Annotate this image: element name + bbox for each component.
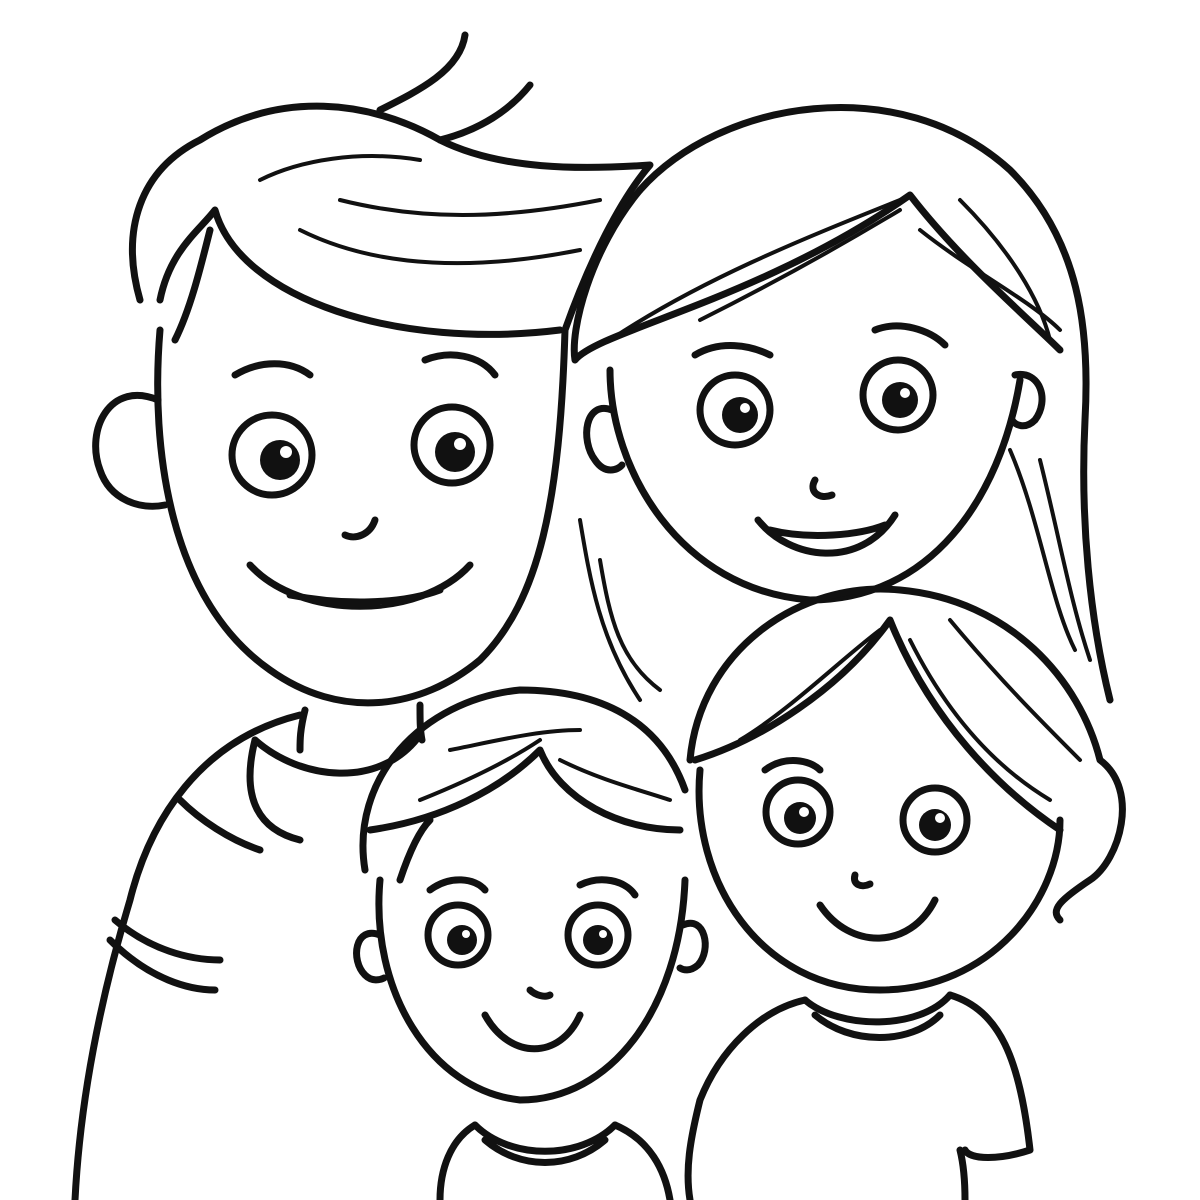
son-figure	[353, 686, 709, 1200]
father-figure	[71, 31, 654, 1200]
father-left-pupil	[260, 440, 300, 480]
son-nose	[526, 986, 554, 1000]
son-right-ear	[676, 919, 709, 974]
father-collar	[251, 731, 424, 777]
father-left-eye	[228, 411, 316, 499]
mother-right-eye	[859, 356, 937, 434]
mother-left-ear	[583, 404, 626, 474]
son-right-eye	[564, 901, 632, 969]
mother-right-ear	[1008, 371, 1046, 430]
mother-eyebrows	[691, 322, 949, 359]
daughter-eyebrows	[761, 757, 824, 774]
son-eyebrows	[426, 876, 639, 899]
daughter-hair-outline	[686, 585, 1126, 924]
daughter-face-outline	[695, 766, 1064, 994]
mother-left-pupil	[722, 397, 758, 433]
mother-hair-outline	[636, 104, 1114, 704]
mother-nose	[809, 476, 836, 500]
father-left-ear	[92, 391, 169, 510]
son-left-ear	[353, 929, 388, 984]
mother-hair-left	[570, 186, 1064, 364]
son-collar	[471, 1121, 619, 1166]
mother-mouth	[754, 511, 899, 557]
daughter-collar	[801, 991, 954, 1041]
daughter-hair-fringe	[691, 616, 1064, 834]
father-sleeve-stripes	[106, 796, 264, 994]
daughter-figure	[684, 585, 1126, 1200]
son-hair-outline	[359, 686, 689, 874]
father-right-eye	[410, 403, 494, 487]
daughter-right-eye	[899, 784, 971, 856]
father-face-outline	[154, 326, 569, 707]
son-mouth	[481, 1011, 584, 1053]
mother-hair-strands	[578, 198, 1092, 702]
father-shirt	[71, 711, 304, 1200]
father-right-pupil	[435, 432, 475, 472]
son-face-outline	[375, 876, 689, 1104]
son-hair-strands	[418, 728, 672, 802]
mother-figure	[570, 104, 1114, 704]
son-shirt	[436, 1121, 674, 1200]
son-left-eye	[424, 901, 492, 969]
daughter-mouth	[816, 896, 939, 942]
daughter-hair-strands	[738, 618, 1082, 802]
father-hair-tuft	[376, 31, 534, 144]
daughter-left-eye	[762, 776, 834, 848]
father-eyebrows	[231, 351, 499, 379]
mother-left-eye	[696, 371, 774, 449]
father-hair-outline	[129, 102, 654, 334]
mother-right-pupil	[882, 382, 918, 418]
father-hair-strands	[258, 154, 602, 266]
daughter-nose	[850, 871, 874, 890]
daughter-shirt	[684, 991, 1034, 1200]
father-hair-fringe	[156, 206, 564, 344]
son-hair-fringe	[366, 746, 684, 884]
father-mouth	[246, 561, 474, 610]
father-nose	[341, 516, 379, 541]
